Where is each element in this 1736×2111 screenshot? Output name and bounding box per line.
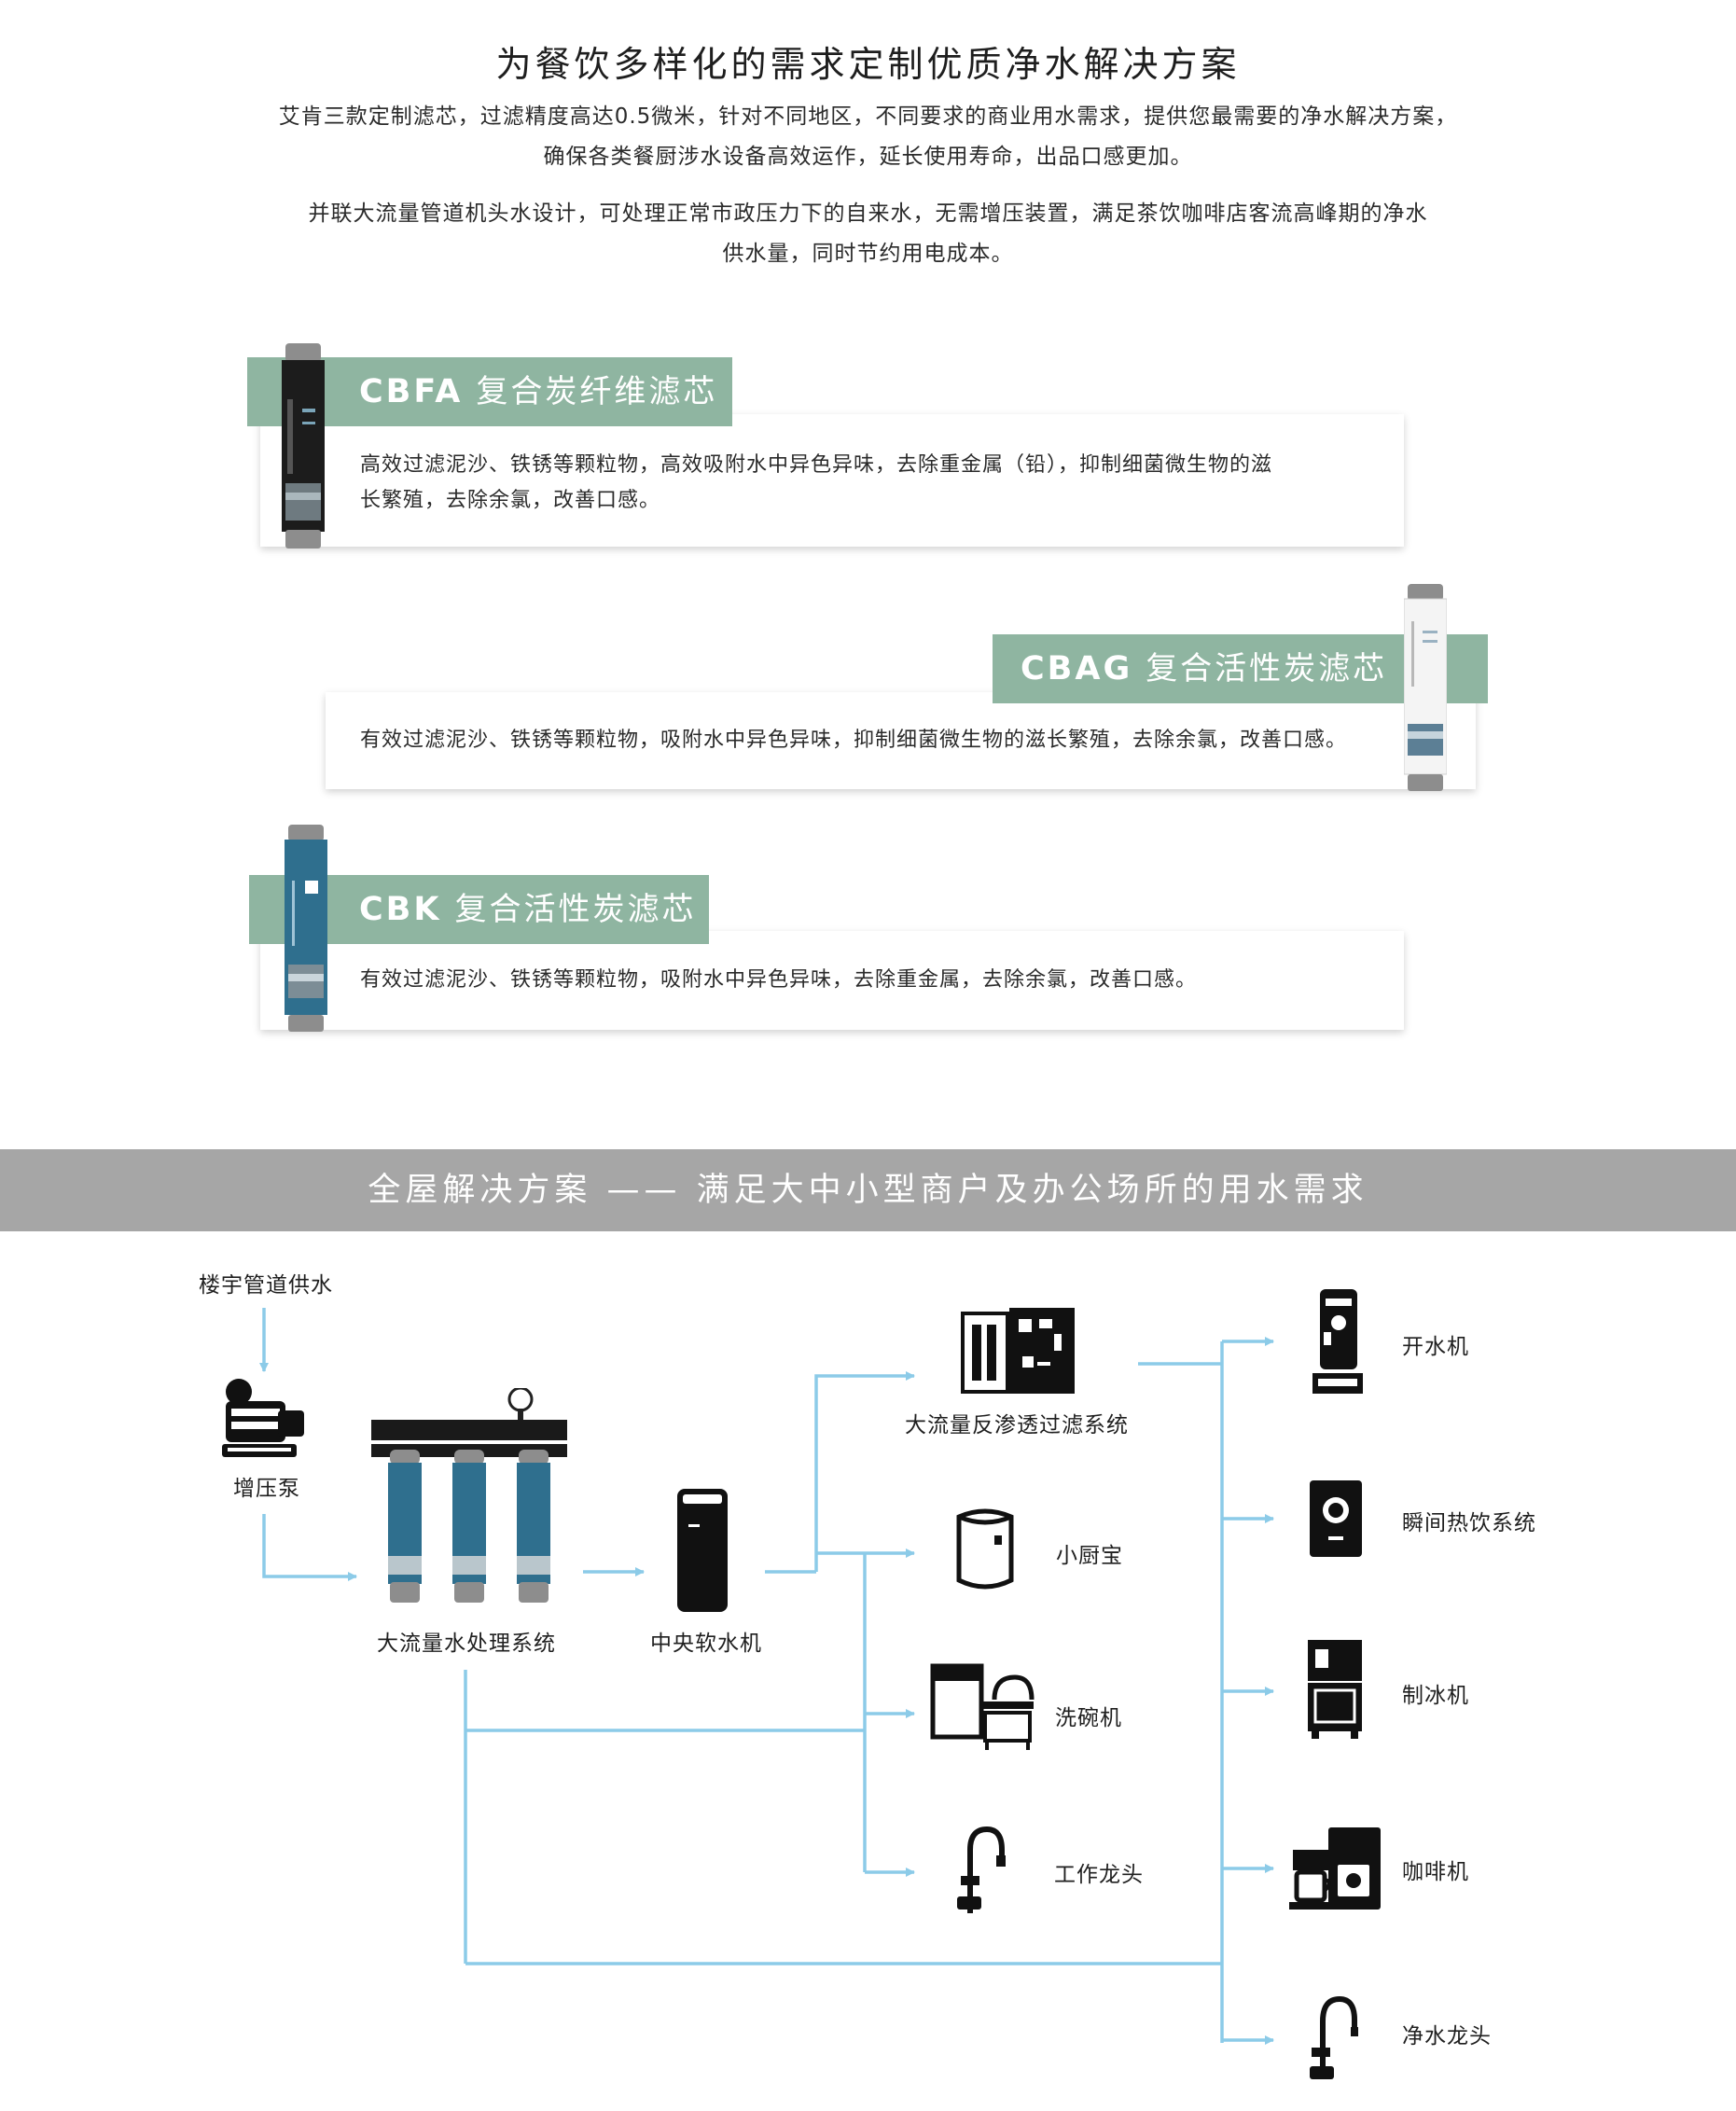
filter-desc-line: 有效过滤泥沙、铁锈等颗粒物，吸附水中异色异味，抑制细菌微生物的滋长繁殖，去除余氯… — [360, 729, 1348, 752]
filter-cartridge-image — [282, 343, 325, 552]
node-label-ice-maker: 制冰机 — [1402, 1684, 1469, 1708]
filter-card-cbk: 有效过滤泥沙、铁锈等颗粒物，吸附水中异色异味，去除重金属，去除余氯，改善口感。 — [260, 931, 1404, 1030]
filter-name: 复合活性炭滤芯 — [1146, 650, 1388, 687]
node-label-faucet: 工作龙头 — [1054, 1863, 1144, 1887]
node-label-kitchen: 小厨宝 — [1056, 1544, 1123, 1568]
filter-name: 复合活性炭滤芯 — [454, 891, 697, 928]
filter-desc: 高效过滤泥沙、铁锈等颗粒物，高效吸附水中异色异味，去除重金属（铅），抑制细菌微生… — [360, 448, 1368, 519]
filter-desc-line: 有效过滤泥沙、铁锈等颗粒物，吸附水中异色异味，去除重金属，去除余氯，改善口感。 — [360, 968, 1198, 992]
node-label-pure-faucet: 净水龙头 — [1402, 2024, 1492, 2049]
filter-desc-line: 高效过滤泥沙、铁锈等颗粒物，高效吸附水中异色异味，去除重金属（铅），抑制细菌微生… — [360, 453, 1273, 477]
filter-desc-line: 长繁殖，去除余氯，改善口感。 — [360, 489, 661, 512]
pure-water-faucet-icon — [1306, 1993, 1362, 2083]
filter-name: 复合炭纤维滤芯 — [476, 373, 718, 410]
node-label-dishwasher: 洗碗机 — [1055, 1706, 1122, 1730]
filter-cartridge-image — [285, 825, 327, 1035]
softener-icon — [675, 1487, 729, 1614]
dishwasher-icon — [929, 1662, 1039, 1752]
boiler-icon — [1311, 1287, 1363, 1397]
filter-card-cbag: 有效过滤泥沙、铁锈等颗粒物，吸附水中异色异味，抑制细菌微生物的滋长繁殖，去除余氯… — [326, 692, 1476, 789]
filter-code: CBK — [359, 891, 442, 928]
filter-card-cbfa: 高效过滤泥沙、铁锈等颗粒物，高效吸附水中异色异味，去除重金属（铅），抑制细菌微生… — [260, 414, 1404, 547]
coffee-machine-icon — [1287, 1826, 1382, 1911]
node-label-pump: 增压泵 — [233, 1477, 300, 1501]
filter-tag-cbfa: CBFA 复合炭纤维滤芯 — [247, 357, 732, 426]
work-faucet-icon — [953, 1824, 1006, 1917]
node-label-softener: 中央软水机 — [650, 1632, 762, 1656]
filter-desc: 有效过滤泥沙、铁锈等颗粒物，吸附水中异色异味，抑制细菌微生物的滋长繁殖，去除余氯… — [360, 723, 1442, 758]
filter-cartridge-image — [1403, 584, 1448, 795]
pump-icon — [222, 1377, 308, 1461]
filter-code: CBAG — [1021, 650, 1133, 687]
big-filter-system-icon — [371, 1388, 567, 1612]
ice-maker-icon — [1306, 1638, 1364, 1741]
node-label-ro: 大流量反渗透过滤系统 — [905, 1413, 1129, 1437]
filter-code: CBFA — [359, 373, 464, 410]
filter-desc: 有效过滤泥沙、铁锈等颗粒物，吸附水中异色异味，去除重金属，去除余氯，改善口感。 — [360, 963, 1368, 998]
node-label-instant-hot: 瞬间热饮系统 — [1402, 1511, 1536, 1535]
page-title: 为餐饮多样化的需求定制优质净水解决方案 — [495, 44, 1241, 85]
intro-line: 确保各类餐厨涉水设备高效运作，延长使用寿命，出品口感更加。 — [543, 145, 1193, 169]
ro-system-icon — [961, 1306, 1076, 1396]
section-banner: 全屋解决方案 —— 满足大中小型商户及办公场所的用水需求 — [0, 1149, 1736, 1231]
kitchen-heater-icon — [951, 1504, 1019, 1593]
intro-line: 并联大流量管道机头水设计，可处理正常市政压力下的自来水，无需增压装置，满足茶饮咖… — [308, 201, 1428, 226]
intro-line: 供水量，同时节约用电成本。 — [722, 242, 1014, 266]
node-label-big-filter: 大流量水处理系统 — [377, 1632, 556, 1656]
node-label-source: 楼宇管道供水 — [199, 1273, 333, 1298]
intro-paragraph-1: 艾肯三款定制滤芯，过滤精度高达0.5微米，针对不同地区，不同要求的商业用水需求，… — [168, 97, 1568, 177]
intro-paragraph-2: 并联大流量管道机头水设计，可处理正常市政压力下的自来水，无需增压装置，满足茶饮咖… — [168, 194, 1568, 274]
intro-line: 艾肯三款定制滤芯，过滤精度高达0.5微米，针对不同地区，不同要求的商业用水需求，… — [278, 104, 1458, 129]
instant-hot-drink-icon — [1308, 1479, 1364, 1559]
node-label-coffee: 咖啡机 — [1402, 1860, 1469, 1884]
node-label-boiler: 开水机 — [1402, 1335, 1469, 1359]
